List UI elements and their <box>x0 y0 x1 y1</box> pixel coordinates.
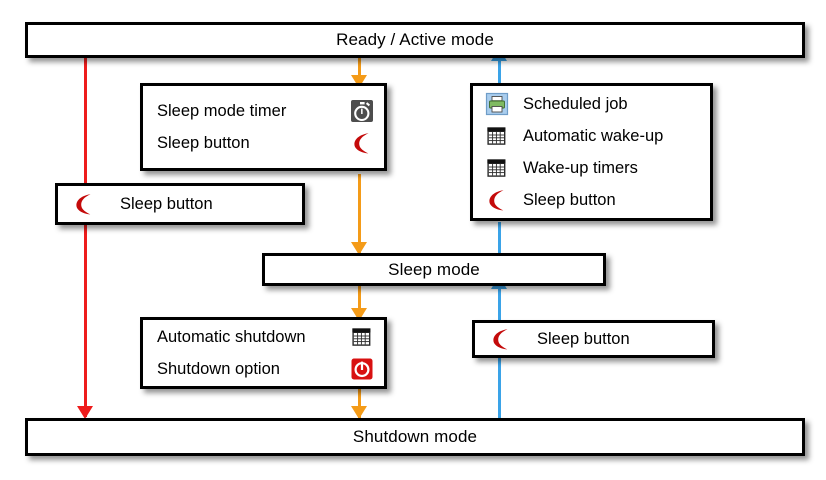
calendar-icon <box>350 325 374 349</box>
list-item: Sleep button <box>475 323 712 355</box>
list-item: Scheduled job <box>473 88 710 120</box>
shutdown-trigger-label: Automatic shutdown <box>157 327 306 346</box>
moon-icon <box>350 131 374 155</box>
edge-shutdown-to-sleep-line-a <box>498 355 501 418</box>
node-shutdown-mode[interactable]: Shutdown mode <box>25 418 805 456</box>
node-ready-active-mode-label: Ready / Active mode <box>336 30 494 49</box>
wake-trigger-label: Scheduled job <box>523 94 628 113</box>
edge-ready-to-sleep-line-a <box>358 55 361 87</box>
wake-trigger-label: Automatic wake-up <box>523 126 664 145</box>
moon-icon <box>485 188 509 212</box>
calendar-icon <box>485 156 509 180</box>
direct-shutdown-trigger-label: Sleep button <box>120 194 213 213</box>
node-wake-triggers[interactable]: Scheduled job Autom <box>470 83 713 221</box>
moon-icon <box>489 327 513 351</box>
node-direct-shutdown-trigger[interactable]: Sleep button <box>55 183 305 225</box>
node-ready-active-mode[interactable]: Ready / Active mode <box>25 22 805 58</box>
list-item: Automatic wake-up <box>473 120 710 152</box>
edge-shutdown-to-sleep-line-b <box>498 288 501 323</box>
list-item: Shutdown option <box>143 353 384 385</box>
list-item: Sleep button <box>143 127 384 159</box>
edge-ready-to-shutdown-line <box>84 55 87 417</box>
list-item: Automatic shutdown <box>143 321 384 353</box>
stopwatch-icon <box>350 99 374 123</box>
wake-from-shutdown-trigger-label: Sleep button <box>537 329 630 348</box>
edge-sleep-to-ready-line-a <box>498 222 501 258</box>
calendar-icon <box>485 124 509 148</box>
shutdown-trigger-label: Shutdown option <box>157 359 280 378</box>
node-shutdown-triggers[interactable]: Automatic shutdown <box>140 317 387 389</box>
node-sleep-mode-label: Sleep mode <box>388 259 480 279</box>
moon-icon <box>72 192 96 216</box>
edge-sleep-to-shutdown-line-a <box>358 285 361 321</box>
list-item: Sleep mode timer <box>143 95 384 127</box>
node-to-sleep-triggers[interactable]: Sleep mode timer Sleep button <box>140 83 387 171</box>
list-item: Wake-up timers <box>473 152 710 184</box>
edge-ready-to-sleep-arrowhead-b <box>351 242 367 255</box>
edge-ready-to-sleep-line-b <box>358 174 361 256</box>
node-shutdown-mode-label: Shutdown mode <box>352 427 478 446</box>
node-sleep-mode[interactable]: Sleep mode <box>262 253 606 286</box>
edge-ready-to-shutdown-arrowhead <box>77 406 93 419</box>
wake-trigger-label: Sleep button <box>523 190 616 209</box>
edge-sleep-to-shutdown-arrowhead-b <box>351 406 367 419</box>
list-item: Sleep button <box>58 188 302 220</box>
to-sleep-trigger-label: Sleep mode timer <box>157 101 287 120</box>
edge-sleep-to-ready-line-b <box>498 60 501 90</box>
power-icon <box>350 357 374 381</box>
edge-sleep-to-shutdown-line-b <box>358 388 361 418</box>
list-item: Sleep button <box>473 184 710 216</box>
to-sleep-trigger-label: Sleep button <box>157 133 250 152</box>
wake-trigger-label: Wake-up timers <box>523 158 638 177</box>
node-wake-from-shutdown-trigger[interactable]: Sleep button <box>472 320 715 358</box>
printer-icon <box>485 92 509 116</box>
